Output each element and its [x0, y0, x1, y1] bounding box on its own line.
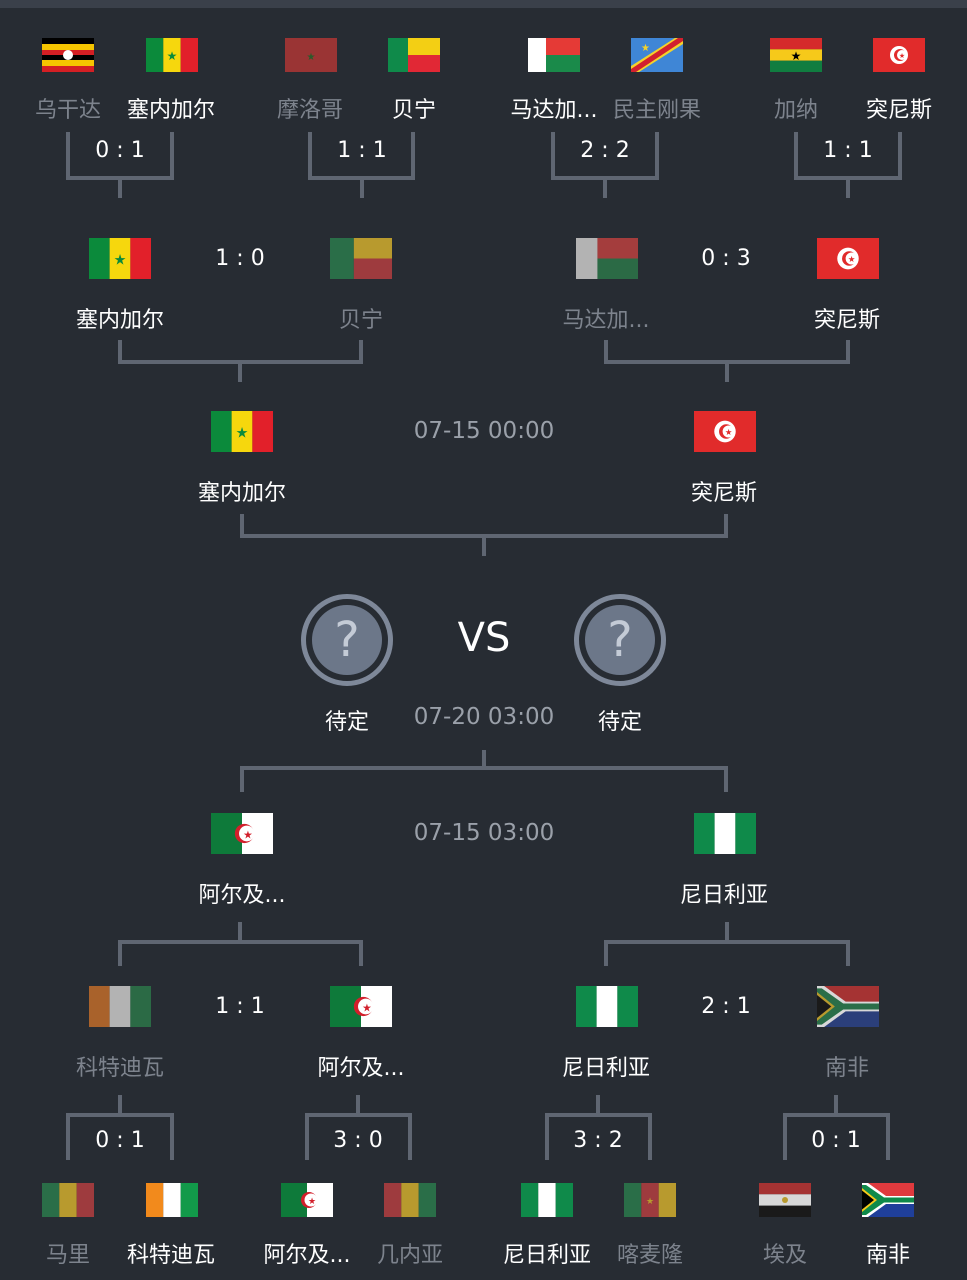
team-name: 尼日利亚: [561, 1056, 650, 1081]
team-name: 阿尔及...: [263, 1243, 351, 1268]
team-name: 乌干达: [34, 98, 101, 123]
egypt-flag-icon: [759, 1183, 811, 1217]
algeria-flag-icon: ★: [211, 813, 273, 854]
algeria-flag-icon: ★: [330, 986, 392, 1027]
nigeria-flag-icon: [576, 986, 638, 1027]
morocco-flag-icon: ★: [285, 38, 337, 72]
svg-text:★: ★: [167, 49, 178, 63]
match-time: 07-15 00:00: [413, 418, 555, 444]
svg-text:★: ★: [243, 828, 253, 841]
final-away-label: 待定: [597, 710, 642, 735]
team-name: 塞内加尔: [197, 481, 286, 506]
team-name: 科特迪瓦: [75, 1056, 164, 1081]
team-name: 阿尔及...: [198, 883, 286, 908]
senegal-flag-icon: ★: [89, 238, 151, 279]
match-score: 1 : 0: [215, 246, 265, 271]
match-score: 1 : 1: [823, 138, 873, 163]
team-name: 尼日利亚: [679, 883, 768, 908]
benin-flag-icon: [388, 38, 440, 72]
team-name: 塞内加尔: [126, 98, 215, 123]
svg-text:★: ★: [725, 427, 732, 437]
team-name: 埃及: [762, 1243, 807, 1268]
match-score: 1 : 1: [337, 138, 387, 163]
svg-text:★: ★: [646, 1197, 654, 1207]
svg-text:★: ★: [114, 252, 127, 268]
senegal-flag-icon: ★: [146, 38, 198, 72]
nigeria-flag-icon: [694, 813, 756, 854]
team-name: 贝宁: [391, 98, 436, 123]
team-name: 喀麦隆: [616, 1243, 683, 1268]
team-name: 突尼斯: [690, 481, 757, 506]
team-name: 尼日利亚: [502, 1243, 591, 1268]
match-score: 1 : 1: [215, 994, 265, 1019]
team-name: 几内亚: [376, 1243, 443, 1268]
team-name: 突尼斯: [865, 98, 932, 123]
madagascar-flag-icon: [576, 238, 638, 279]
top-bar: [0, 0, 967, 8]
team-name: 加纳: [773, 98, 818, 123]
match-score: 3 : 2: [573, 1128, 623, 1153]
match-score: 0 : 3: [701, 246, 751, 271]
team-name: 南非: [865, 1243, 910, 1268]
final-away-placeholder: ?: [574, 594, 666, 686]
senegal-flag-icon: ★: [211, 411, 273, 452]
svg-text:★: ★: [362, 1001, 372, 1014]
guinea-flag-icon: [384, 1183, 436, 1217]
question-icon: ?: [312, 605, 382, 675]
dr-congo-flag-icon: ★: [631, 38, 683, 72]
team-name: 贝宁: [338, 308, 383, 333]
algeria-flag-icon: ★: [281, 1183, 333, 1217]
match-score: 2 : 2: [580, 138, 630, 163]
team-name: 马里: [45, 1243, 90, 1268]
svg-text:★: ★: [791, 49, 802, 63]
match-score: 2 : 1: [701, 994, 751, 1019]
team-name: 塞内加尔: [75, 308, 164, 333]
match-score: 0 : 1: [95, 138, 145, 163]
team-name: 民主刚果: [612, 98, 701, 123]
match-score: 0 : 1: [95, 1128, 145, 1153]
benin-flag-icon: [330, 238, 392, 279]
svg-text:★: ★: [307, 52, 316, 63]
team-name: 科特迪瓦: [126, 1243, 215, 1268]
south-africa-flag-icon: [862, 1183, 914, 1217]
team-name: 马达加...: [562, 308, 650, 333]
uganda-flag-icon: [42, 38, 94, 72]
svg-text:★: ★: [236, 425, 249, 441]
south-africa-flag-icon: [817, 986, 879, 1027]
mali-flag-icon: [42, 1183, 94, 1217]
svg-text:★: ★: [308, 1197, 316, 1207]
tunisia-flag-icon: ★: [694, 411, 756, 452]
final-home-placeholder: ?: [301, 594, 393, 686]
team-name: 摩洛哥: [276, 98, 343, 123]
ivory-coast-flag-icon: [89, 986, 151, 1027]
tunisia-flag-icon: ★: [817, 238, 879, 279]
match-score: 0 : 1: [811, 1128, 861, 1153]
svg-text:★: ★: [899, 52, 905, 60]
final-match-time: 07-20 03:00: [413, 704, 555, 730]
madagascar-flag-icon: [528, 38, 580, 72]
final-home-label: 待定: [324, 710, 369, 735]
svg-text:★: ★: [848, 254, 855, 264]
question-icon: ?: [585, 605, 655, 675]
svg-text:★: ★: [641, 43, 650, 54]
ivory-coast-flag-icon: [146, 1183, 198, 1217]
match-score: 3 : 0: [333, 1128, 383, 1153]
vs-label: VS: [457, 615, 511, 661]
team-name: 阿尔及...: [317, 1056, 405, 1081]
nigeria-flag-icon: [521, 1183, 573, 1217]
team-name: 突尼斯: [813, 308, 880, 333]
match-time: 07-15 03:00: [413, 820, 555, 846]
ghana-flag-icon: ★: [770, 38, 822, 72]
tunisia-flag-icon: ★: [873, 38, 925, 72]
team-name: 南非: [824, 1056, 869, 1081]
team-name: 马达加...: [510, 98, 598, 123]
cameroon-flag-icon: ★: [624, 1183, 676, 1217]
